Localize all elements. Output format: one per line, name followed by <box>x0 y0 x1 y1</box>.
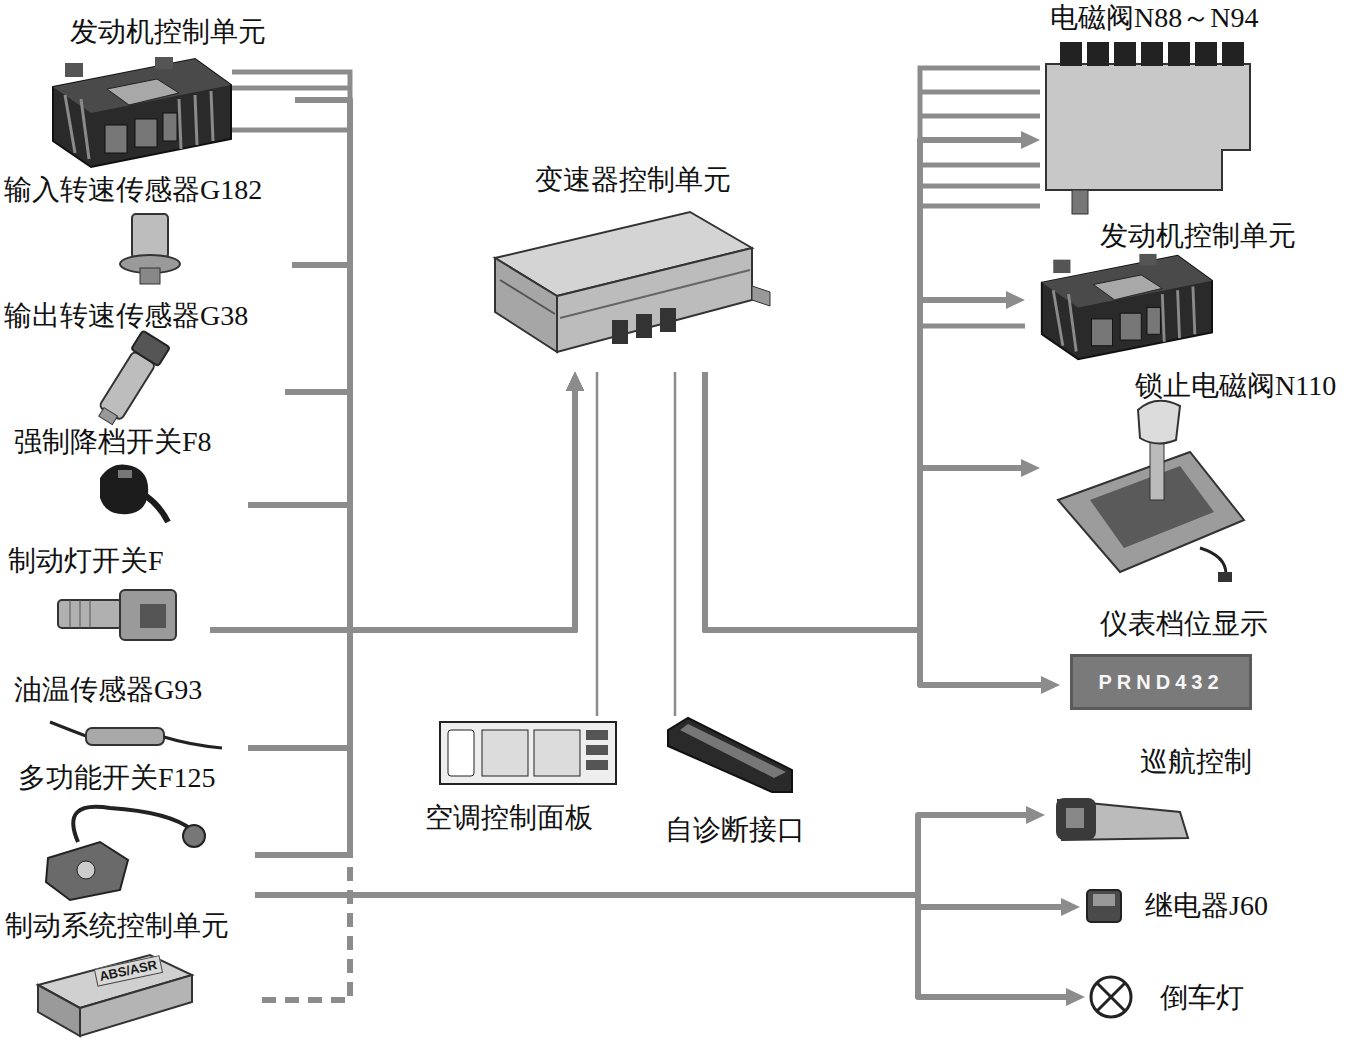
brake-light-switch: 制动灯开关F <box>0 543 210 647</box>
component-label: 输入转速传感器G182 <box>4 174 262 206</box>
cruise-stalk-icon <box>1056 798 1188 840</box>
component-label: 制动系统控制单元 <box>5 910 229 942</box>
engine-ecu: 发动机控制单元 <box>40 14 295 172</box>
multifunction-switch-icon <box>46 807 205 900</box>
oil-temp-sensor-icon <box>50 722 222 748</box>
multifunction-switch: 多功能开关F125 <box>10 760 255 906</box>
signal-line <box>705 140 1023 630</box>
transmission-ecu: 变速器控制单元 <box>485 162 760 372</box>
component-marking: ABS/ASR <box>94 955 163 987</box>
solenoid-valve-icon <box>1046 42 1250 214</box>
brake-light-switch-icon <box>58 590 176 640</box>
reverse-lamp-icon <box>1091 977 1131 1017</box>
signal-line <box>248 389 575 748</box>
component-label: 继电器J60 <box>1145 890 1268 922</box>
solenoid-valves: 电磁阀N88～N94 <box>1040 0 1290 216</box>
brake-ecu-icon <box>38 955 192 1036</box>
brake-ecu: 制动系统控制单元 ABS/ASR <box>0 908 262 1042</box>
signal-line <box>210 389 575 630</box>
signal-line <box>295 100 575 630</box>
component-label: 发动机控制单元 <box>70 16 266 48</box>
component-marking: PRND432 <box>1070 654 1252 710</box>
component-label: 输出转速传感器G38 <box>4 300 248 332</box>
gear-display: 仪表档位显示 PRND432 <box>1060 606 1300 714</box>
component-label: 制动灯开关F <box>8 545 164 577</box>
reverse-lamp: 倒车灯 <box>1085 972 1260 1024</box>
component-label: 发动机控制单元 <box>1100 220 1296 252</box>
kickdown-switch-icon <box>100 465 168 523</box>
signal-line <box>255 389 575 855</box>
signal-line <box>262 389 575 1000</box>
signal-line <box>596 372 599 716</box>
component-label: 巡航控制 <box>1140 746 1252 778</box>
cruise-control: 巡航控制 <box>1045 744 1275 850</box>
diagnostic-port: 自诊断接口 <box>660 716 820 850</box>
transmission-ecu-icon <box>495 212 770 352</box>
speed-sensor-icon <box>92 331 170 429</box>
oil-temp-sensor: 油温传感器G93 <box>8 672 248 758</box>
component-label: 多功能开关F125 <box>18 762 216 794</box>
lockup-solenoid: 锁止电磁阀N110 <box>1040 368 1358 584</box>
relay: 继电器J60 <box>1080 884 1295 930</box>
diagnostic-port-icon <box>668 718 792 792</box>
engine-ecu: 发动机控制单元 <box>1025 218 1320 364</box>
signal-line <box>292 265 575 630</box>
signal-line <box>248 389 575 630</box>
relay-icon <box>1087 890 1121 922</box>
ac-panel-icon <box>440 722 616 784</box>
component-label: 电磁阀N88～N94 <box>1050 2 1258 34</box>
component-label: 仪表档位显示 <box>1100 608 1268 640</box>
component-label: 锁止电磁阀N110 <box>1135 370 1336 402</box>
input-speed-sensor: 输入转速传感器G182 <box>0 172 292 290</box>
shifter-icon <box>1058 401 1244 582</box>
component-label: 强制降档开关F8 <box>14 426 212 458</box>
output-speed-sensor: 输出转速传感器G38 <box>0 298 285 422</box>
component-label: 变速器控制单元 <box>535 164 731 196</box>
component-label: 空调控制面板 <box>425 802 593 834</box>
signal-line <box>705 372 1043 685</box>
signal-line <box>255 815 1028 895</box>
signal-line <box>674 372 677 716</box>
signal-line <box>705 372 1023 630</box>
signal-line <box>255 895 1068 997</box>
ac-panel: 空调控制面板 <box>420 716 620 838</box>
signal-line <box>285 389 575 630</box>
component-label: 自诊断接口 <box>665 814 805 846</box>
component-label: 油温传感器G93 <box>14 674 202 706</box>
speed-sensor-icon <box>120 214 180 284</box>
kickdown-switch: 强制降档开关F8 <box>8 424 248 524</box>
component-label: 倒车灯 <box>1160 982 1244 1014</box>
